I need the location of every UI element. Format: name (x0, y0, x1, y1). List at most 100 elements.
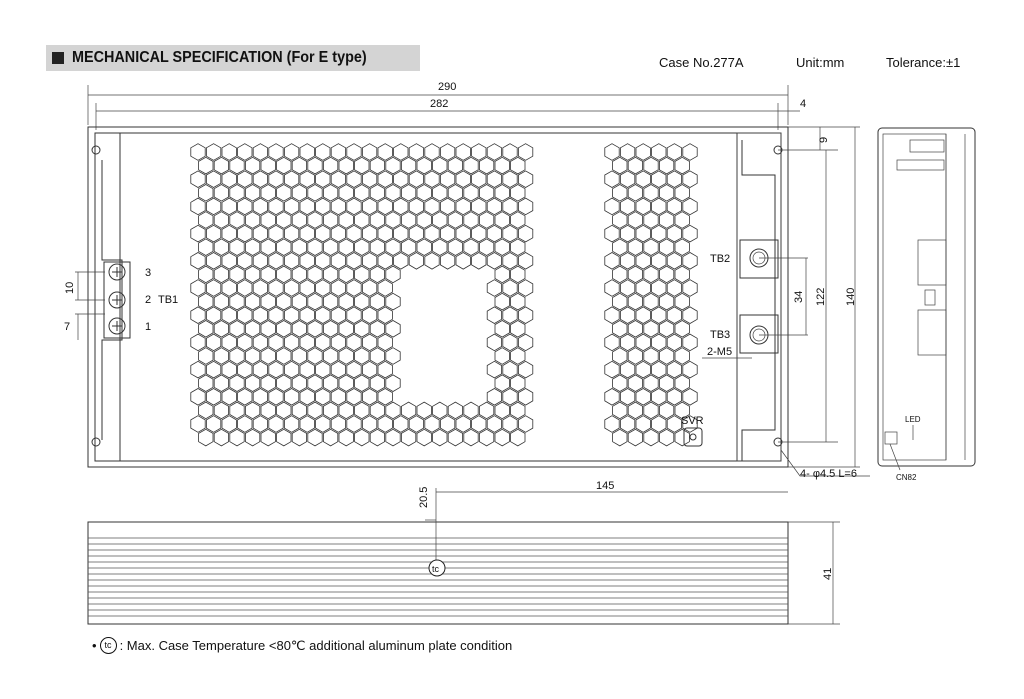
vent-hole (276, 401, 292, 420)
vent-hole (221, 252, 237, 270)
vent-hole (369, 238, 386, 256)
vent-hole (502, 170, 518, 188)
vent-hole (315, 279, 331, 297)
vent-hole (510, 184, 526, 202)
vent-hole (666, 415, 682, 433)
vent-hole (268, 224, 284, 243)
vent-hole (260, 211, 276, 229)
vent-hole (377, 360, 393, 379)
vent-hole (604, 388, 620, 406)
vent-hole (346, 170, 362, 188)
vent-hole (291, 211, 308, 229)
tb1-screw (108, 317, 126, 335)
mount-holes-label: 4- φ4.5 L=6 (800, 468, 857, 480)
vent-hole (237, 306, 253, 324)
vent-hole (385, 320, 401, 338)
vent-hole (198, 211, 214, 229)
vent-hole (682, 333, 698, 352)
vent-hole (291, 401, 308, 420)
tb3-label: TB3 (710, 329, 730, 341)
vent-hole (620, 279, 636, 297)
vent-hole (260, 292, 276, 311)
vent-hole (307, 374, 323, 392)
vent-hole (190, 197, 206, 216)
tb1-pin-3: 3 (145, 267, 151, 279)
vent-hole (361, 333, 378, 352)
dim-140-label: 140 (845, 288, 857, 306)
vent-hole (432, 211, 448, 229)
vent-hole (627, 265, 643, 284)
vent-hole (260, 347, 276, 365)
vent-hole (612, 347, 628, 365)
vent-hole (674, 320, 690, 338)
vent-hole (198, 156, 214, 175)
vent-hole (643, 428, 659, 447)
vent-hole (322, 238, 339, 256)
vent-hole (416, 238, 432, 256)
vent-hole (283, 170, 300, 188)
vent-hole (213, 320, 230, 338)
vent-hole (190, 143, 206, 161)
vent-hole (424, 170, 440, 188)
vent-hole (205, 360, 222, 379)
vent-hole (369, 401, 386, 420)
vent-hole (494, 428, 510, 447)
vent-hole (307, 238, 323, 256)
vent-hole (627, 401, 643, 420)
vent-hole (682, 306, 698, 324)
vent-hole (510, 211, 526, 229)
vent-hole (471, 197, 487, 216)
vent-hole (361, 170, 378, 188)
vent-hole (237, 388, 253, 406)
vent-hole (268, 388, 284, 406)
vent-hole (627, 211, 643, 229)
vent-hole (237, 279, 253, 297)
vent-hole (385, 238, 401, 256)
vent-hole (643, 374, 659, 392)
vent-hole (338, 156, 354, 175)
vent-hole (307, 292, 323, 311)
vent-hole (260, 184, 276, 202)
vent-hole (486, 252, 503, 270)
vent-hole (346, 388, 362, 406)
vent-hole (252, 388, 269, 406)
vent-hole (627, 428, 643, 447)
vent-hole (635, 360, 651, 379)
tb1-screw (108, 263, 126, 281)
vent-hole (682, 197, 698, 216)
vent-hole (471, 224, 487, 243)
vent-hole (190, 306, 206, 324)
vent-hole (361, 224, 378, 243)
vent-hole (502, 197, 518, 216)
vent-hole (276, 428, 292, 447)
vent-hole (198, 428, 214, 447)
vent-hole (400, 184, 417, 202)
vent-hole (268, 197, 284, 216)
vent-hole (604, 360, 620, 379)
vent-hole (361, 360, 378, 379)
vent-hole (213, 292, 230, 311)
vent-hole (408, 415, 425, 433)
vent-hole (447, 156, 464, 175)
vent-hole (666, 224, 682, 243)
vent-hole (424, 197, 440, 216)
vent-hole (330, 333, 347, 352)
vent-hole (260, 265, 276, 284)
vent-hole (463, 401, 479, 420)
vent-hole (439, 252, 456, 270)
vent-hole (252, 333, 269, 352)
vent-hole (244, 211, 261, 229)
vent-hole (338, 211, 354, 229)
vent-hole (330, 143, 347, 161)
vent-hole (666, 197, 682, 216)
vent-hole (299, 333, 315, 352)
vent-hole (190, 388, 206, 406)
vent-hole (620, 143, 636, 161)
vent-hole (354, 184, 370, 202)
vent-hole (291, 184, 308, 202)
mount-hole (91, 437, 101, 447)
svr-label: SVR (681, 415, 704, 427)
vent-hole (213, 211, 230, 229)
vent-hole (198, 238, 214, 256)
vent-hole (494, 184, 510, 202)
